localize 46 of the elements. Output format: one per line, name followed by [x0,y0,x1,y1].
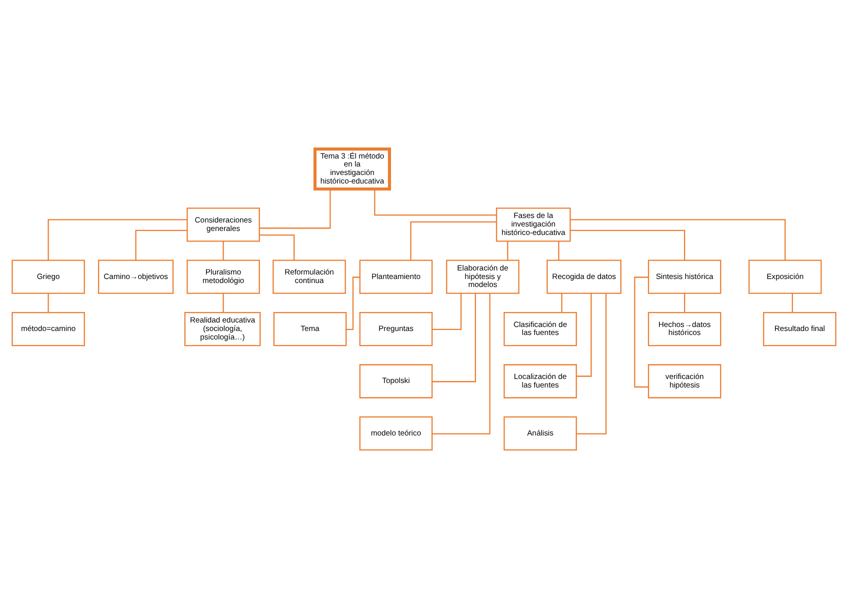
node-box: Realidad educativa (sociología, psicología…) [184,312,261,346]
connector [570,219,786,260]
connector [259,189,331,229]
node-box: Elaboración de hipótesis y modelos [446,260,520,294]
node-box: Sintesis histórica [648,260,722,294]
connector [48,293,49,312]
connector [260,234,295,260]
connector [135,230,188,260]
connector [558,241,560,260]
connector [222,293,224,312]
node-box: Camino→objetivos [98,260,174,294]
node-box: método=camino [12,312,85,346]
connector [410,221,496,260]
connector [346,276,360,330]
node-box: Hechos→datos históricos [648,312,722,346]
connector [507,241,508,260]
node-box: Preguntas [359,312,433,346]
connector [576,294,592,377]
node-box: Tema 3 :Él método en la investigación histórico-educativa [313,148,391,191]
connector [222,241,224,260]
node-box: Exposición [748,260,822,294]
connector [432,294,462,330]
node-box: Recogida de datos [546,260,622,294]
connector [570,230,686,260]
node-box: Tema [273,312,347,346]
node-box: Planteamiento [359,260,433,294]
connector [374,189,496,216]
connector [684,293,686,312]
node-box: Análisis [504,416,577,450]
connector [561,293,562,312]
node-box: Resultado final [763,312,836,346]
node-box: Clasificación de las fuentes [504,312,577,346]
connector [432,293,476,382]
node-box: Consideraciones generales [186,208,260,242]
node-box: Reformulación continua [272,260,346,294]
connector [432,294,490,434]
connector [792,293,793,312]
node-box: verificación hipótesis [648,364,722,398]
node-box: Fases de la investigación histórico-educativa [496,208,571,242]
connector [48,219,188,260]
node-box: Pluralismo metodológio [186,260,260,294]
node-box: Griego [12,260,85,294]
connector [576,294,607,434]
node-box: Localización de las fuentes [504,364,577,398]
node-box: Topolski [359,364,433,398]
node-box: modelo teórico [359,416,433,450]
